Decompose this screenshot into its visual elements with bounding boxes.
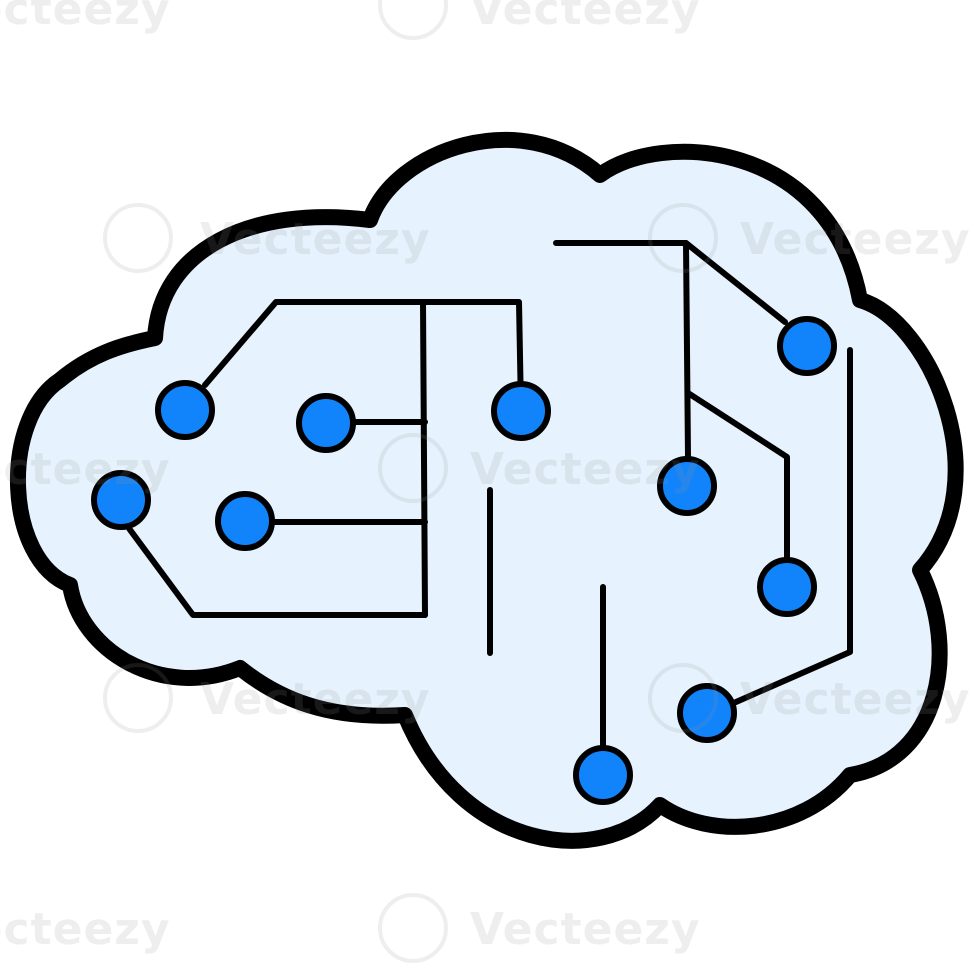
circuit-node	[677, 683, 737, 743]
circuit-traces	[125, 240, 853, 750]
circuit-nodes	[91, 316, 837, 805]
trace-right-long	[733, 347, 853, 705]
brain-outline	[9, 132, 964, 849]
circuit-node	[91, 470, 151, 530]
circuit-node	[573, 745, 633, 805]
circuit-node	[657, 456, 717, 516]
trace-left-vertical	[420, 299, 428, 618]
trace-diagonal-top	[683, 240, 788, 325]
circuit-node	[491, 381, 551, 441]
circuit-node	[777, 316, 837, 376]
circuit-node	[215, 491, 275, 551]
circuit-node	[155, 380, 215, 440]
trace-left-bottom	[125, 524, 428, 618]
circuit-node	[757, 557, 817, 617]
circuit-node	[296, 393, 356, 453]
trace-right-mid	[685, 390, 790, 561]
trace-left-top	[202, 299, 524, 413]
